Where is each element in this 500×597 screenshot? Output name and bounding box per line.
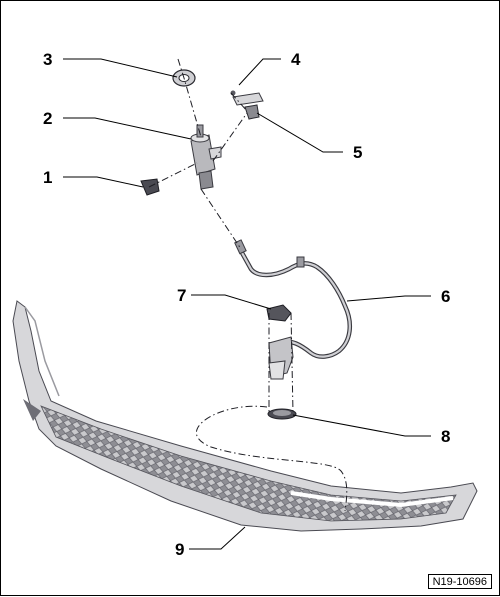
washer-hose-part — [234, 239, 353, 359]
nozzle-cap-part — [267, 408, 297, 420]
callout-8: 8 — [441, 427, 451, 446]
washer-pump-part — [190, 124, 222, 190]
reference-code-label: N19-10696 — [427, 574, 492, 589]
clip-part — [244, 104, 260, 120]
callout-9: 9 — [175, 540, 185, 559]
callout-7: 7 — [177, 286, 187, 305]
leader-lines — [63, 58, 431, 550]
bumper-grille-part — [12, 300, 478, 532]
nozzle-holder-part — [266, 304, 294, 380]
callout-5: 5 — [353, 143, 363, 162]
assembly-lines — [148, 58, 348, 512]
callout-6: 6 — [441, 287, 451, 306]
callout-4: 4 — [291, 50, 301, 69]
callout-2: 2 — [43, 109, 53, 128]
callout-1: 1 — [43, 168, 53, 187]
callout-3: 3 — [43, 50, 53, 69]
connector-part — [230, 90, 264, 106]
